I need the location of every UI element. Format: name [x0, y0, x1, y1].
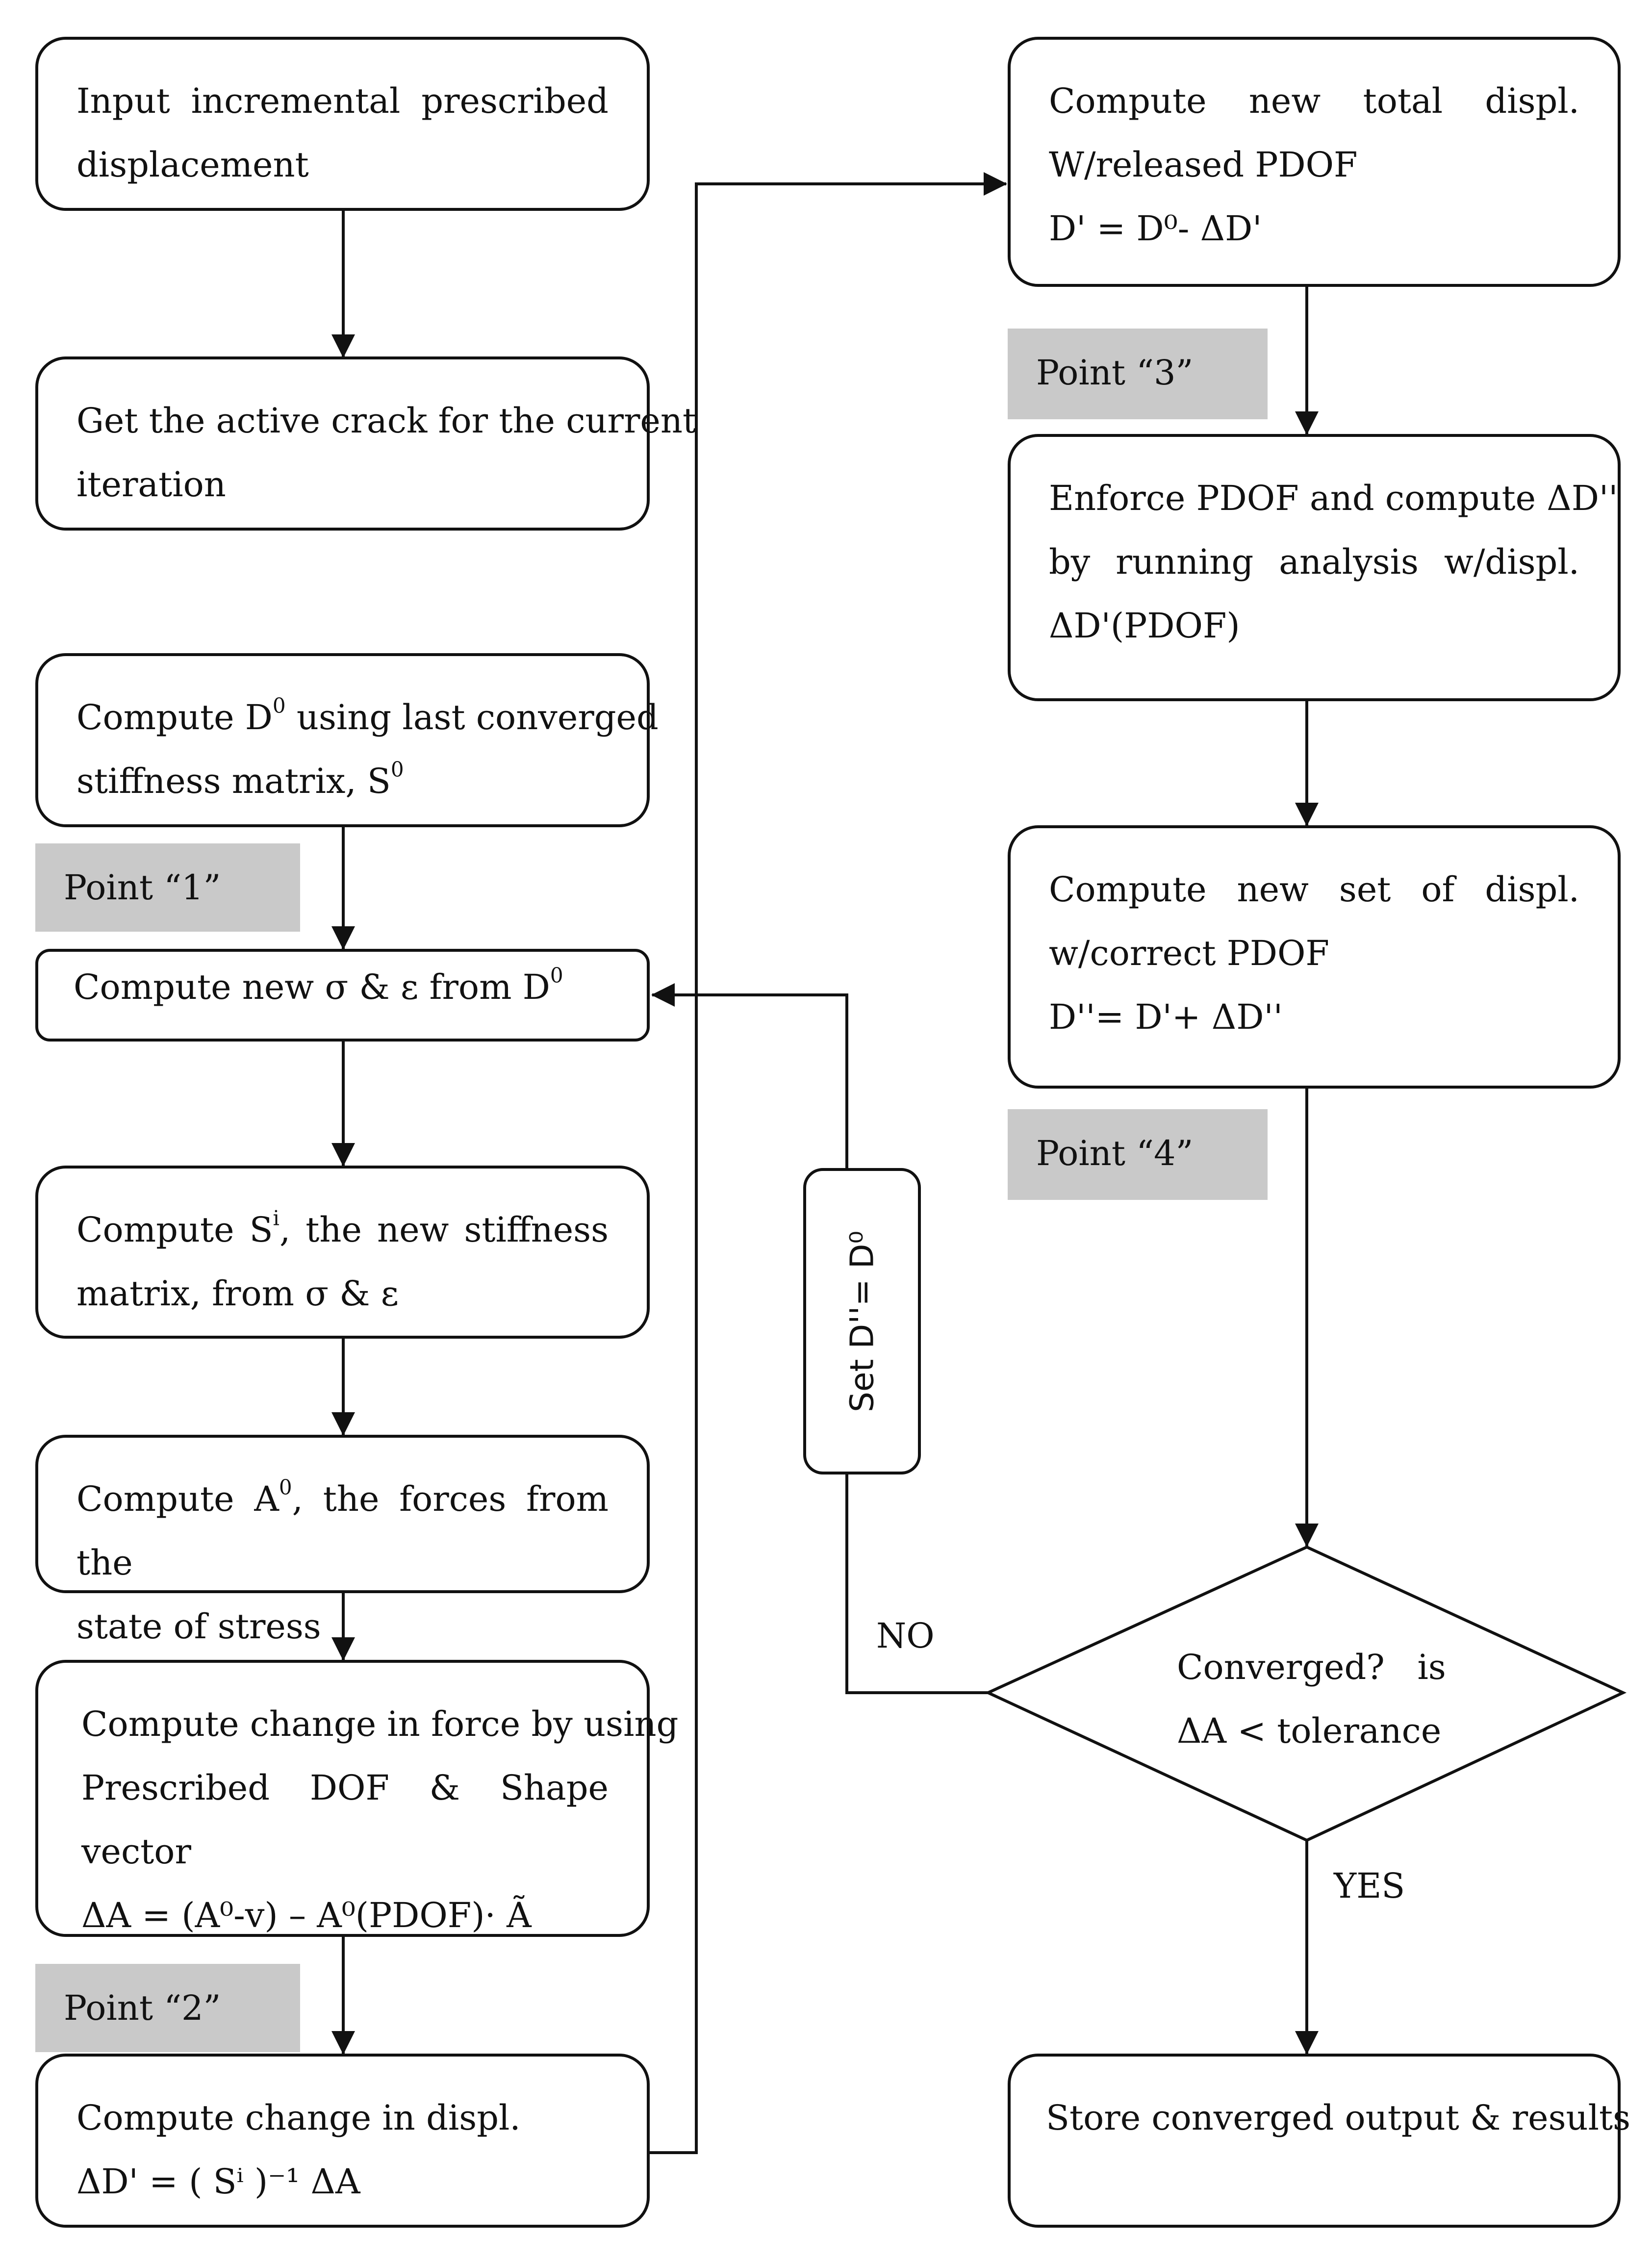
enforce-pdof-line2: by running analysis w/displ.	[1049, 542, 1579, 582]
set-displacement-text: Set D''= D⁰	[843, 1230, 881, 1412]
store-output-box: Store converged output & results	[1008, 2054, 1631, 2228]
arrow-loop-to-sigma	[651, 983, 848, 1168]
compute-new-set-line1: Compute new set of displ.	[1049, 869, 1579, 910]
get-active-crack-box: Get the active crack for the current ite…	[35, 356, 697, 531]
set-displacement-box: Set D''= D⁰	[803, 1168, 921, 1474]
point-4-label: Point “4”	[1008, 1109, 1268, 1200]
point-1-label: Point “1”	[35, 843, 300, 932]
compute-si-line2: matrix, from σ & ε	[76, 1273, 399, 1314]
enforce-pdof-line3: ΔD'(PDOF)	[1049, 606, 1240, 646]
compute-new-set-line2: w/correct PDOF	[1049, 933, 1329, 973]
arrow-displ-to-total	[650, 172, 1007, 2154]
yes-label: YES	[1334, 1866, 1405, 1906]
compute-force-change-line2: Prescribed DOF & Shape vector	[81, 1768, 609, 1872]
compute-si-box: Compute Si, the new stiffness matrix, fr…	[35, 1166, 650, 1339]
store-output-line: Store converged output & results	[1046, 2098, 1631, 2138]
compute-d0-line1: Compute D0 using last converged	[76, 693, 659, 737]
point-3-label: Point “3”	[1008, 329, 1268, 419]
compute-a0-line1: Compute A0, the forces from the	[76, 1475, 609, 1583]
compute-displ-change-box: Compute change in displ. ΔD' = ( Sⁱ )⁻¹ …	[35, 2054, 650, 2228]
decision-line1: Converged? is	[1177, 1647, 1446, 1687]
decision-line2: ΔA < tolerance	[1177, 1711, 1442, 1751]
enforce-pdof-line1: Enforce PDOF and compute ΔD''	[1049, 478, 1618, 518]
compute-a0-line2: state of stress	[76, 1606, 321, 1647]
compute-total-displ-line1: Compute new total displ.	[1049, 81, 1579, 121]
decision-diamond	[984, 1545, 1627, 1842]
input-displacement-line1: Input incremental prescribed	[76, 81, 609, 121]
compute-displ-change-line1: Compute change in displ.	[76, 2098, 521, 2138]
enforce-pdof-box: Enforce PDOF and compute ΔD'' by running…	[1008, 434, 1621, 701]
compute-displ-change-line2: ΔD' = ( Sⁱ )⁻¹ ΔA	[76, 2161, 360, 2202]
compute-total-displ-box: Compute new total displ. W/released PDOF…	[1008, 37, 1621, 287]
compute-si-line1: Compute Si, the new stiffness	[76, 1206, 609, 1250]
compute-force-change-box: Compute change in force by using Prescri…	[35, 1660, 679, 1937]
get-active-crack-line2: iteration	[76, 464, 226, 505]
compute-force-change-line3: ΔA = (A⁰-v) – A⁰(PDOF)· Ã	[81, 1895, 532, 1935]
compute-sigma-eps-box: Compute new σ & ε from D0	[35, 949, 650, 1042]
get-active-crack-line1: Get the active crack for the current	[76, 401, 697, 441]
compute-new-set-line3: D''= D'+ ΔD''	[1049, 997, 1283, 1037]
point-2-label: Point “2”	[35, 1964, 300, 2052]
compute-total-displ-line3: D' = D⁰- ΔD'	[1049, 208, 1262, 249]
compute-force-change-line1: Compute change in force by using	[81, 1704, 679, 1744]
compute-total-displ-line2: W/released PDOF	[1049, 145, 1358, 185]
compute-new-set-box: Compute new set of displ. w/correct PDOF…	[1008, 825, 1621, 1089]
compute-d0-box: Compute D0 using last converged stiffnes…	[35, 653, 659, 827]
decision-text: Converged? is ΔA < tolerance	[1177, 1635, 1446, 1763]
arrow-no-loop	[845, 1474, 988, 1694]
input-displacement-box: Input incremental prescribed displacemen…	[35, 37, 650, 211]
compute-a0-box: Compute A0, the forces from the state of…	[35, 1435, 650, 1647]
no-label: NO	[876, 1616, 935, 1656]
input-displacement-line2: displacement	[76, 145, 309, 185]
compute-sigma-eps-line: Compute new σ & ε from D0	[74, 963, 563, 1007]
compute-d0-line2: stiffness matrix, S0	[76, 757, 404, 801]
